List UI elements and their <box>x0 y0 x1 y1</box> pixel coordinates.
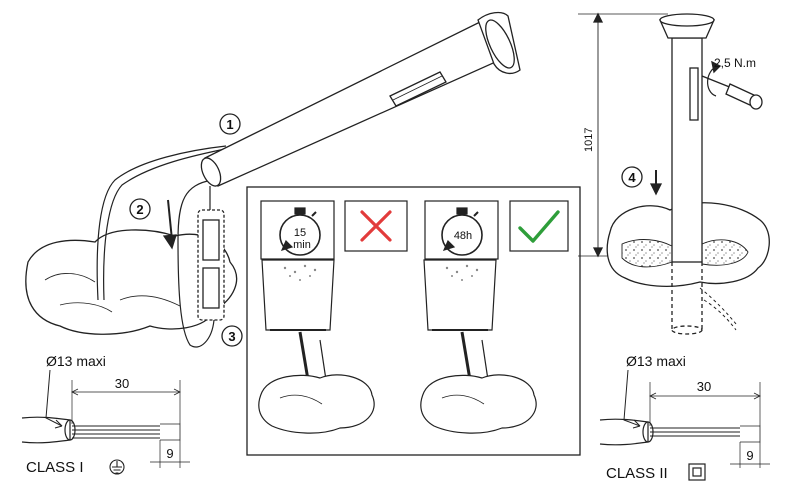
cable-left-diameter: Ø13 maxi <box>46 353 106 369</box>
screwdriver <box>701 75 763 110</box>
upright-pole <box>671 37 703 263</box>
tilted-pole <box>200 11 521 187</box>
left-scene <box>25 11 521 348</box>
cable-right-length: 30 <box>697 379 711 394</box>
right-example <box>420 200 537 434</box>
timer-wrong-unit: min <box>293 239 311 251</box>
cable-right-strip: 9 <box>746 448 753 463</box>
down-arrow-icon <box>167 199 173 241</box>
electrical-module <box>197 209 225 321</box>
wrong-example <box>258 200 375 434</box>
earth-ground-icon <box>109 459 125 475</box>
class-1-label: CLASS I <box>26 459 84 476</box>
step-3-label: 3 <box>228 329 235 344</box>
step-4-label: 4 <box>628 170 636 185</box>
timer-wrong-value: 15 <box>294 227 306 239</box>
double-insulation-icon <box>688 463 706 481</box>
step-2-label: 2 <box>136 202 143 217</box>
class-2-label: CLASS II <box>606 465 668 482</box>
curing-time-panel: 15 min 48h <box>246 186 581 456</box>
stopwatch-icon <box>279 207 321 256</box>
height-label: 1017 <box>583 128 595 152</box>
cable-detail-right <box>599 369 770 468</box>
step-1-label: 1 <box>226 117 233 132</box>
cable-left-length: 30 <box>115 376 129 391</box>
stopwatch-icon <box>441 207 483 256</box>
ground-patch-left <box>25 229 238 335</box>
cable-left-strip: 9 <box>166 446 173 461</box>
check-icon <box>509 200 569 252</box>
cable-right-diameter: Ø13 maxi <box>626 353 686 369</box>
cable-detail-left <box>21 369 190 468</box>
supply-cable <box>96 145 227 301</box>
right-scene <box>578 12 770 335</box>
torque-label: 2,5 N.m <box>714 56 756 70</box>
timer-right-value: 48h <box>454 230 472 242</box>
cross-icon <box>344 200 408 252</box>
